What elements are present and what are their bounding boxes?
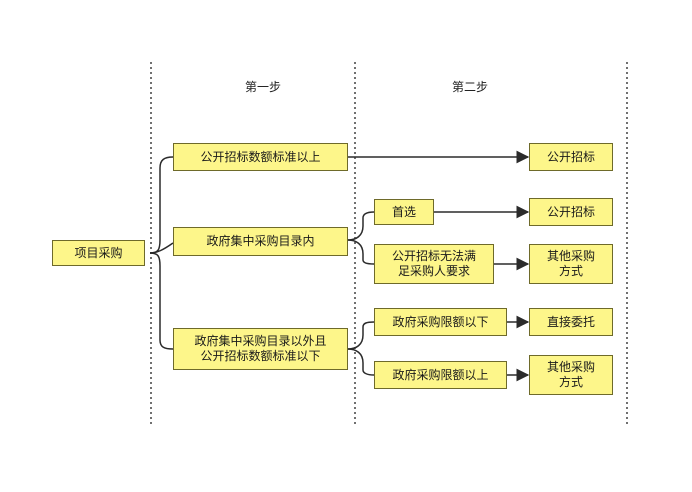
- result-other-method-1-line2: 方式: [558, 264, 583, 278]
- node-preferred: 首选: [374, 199, 434, 225]
- result-other-method-2-line1: 其他采购: [546, 360, 595, 374]
- node-in-catalog: 政府集中采购目录内: [173, 227, 348, 256]
- arrows: [348, 150, 530, 382]
- root-node-label: 项目采购: [74, 245, 123, 260]
- column-dividers: [150, 62, 628, 426]
- result-public-tender-2-label: 公开招标: [546, 204, 595, 219]
- node-above-threshold-label: 公开招标数额标准以上: [200, 149, 321, 164]
- node-above-limit: 政府采购限额以上: [374, 361, 507, 389]
- result-public-tender-1-label: 公开招标: [546, 149, 595, 164]
- step-one-label: 第一步: [245, 80, 282, 94]
- node-above-limit-label: 政府采购限额以上: [392, 367, 489, 382]
- mid-brace: [347, 211, 375, 265]
- node-below-limit-label: 政府采购限额以下: [392, 314, 489, 329]
- result-direct-commission: 直接委托: [529, 308, 613, 336]
- lower-brace: [347, 321, 375, 376]
- result-public-tender-2: 公开招标: [529, 198, 613, 226]
- node-preferred-label: 首选: [391, 204, 416, 219]
- node-tender-unmet: 公开招标无法满 足采购人要求: [374, 244, 494, 284]
- node-outside-catalog: 政府集中采购目录以外且 公开招标数额标准以下: [173, 328, 348, 370]
- step-two-label: 第二步: [452, 80, 489, 94]
- node-outside-catalog-line1: 政府集中采购目录以外且: [194, 334, 327, 348]
- node-in-catalog-label: 政府集中采购目录内: [206, 234, 315, 248]
- node-above-threshold: 公开招标数额标准以上: [173, 143, 348, 171]
- result-other-method-2: 其他采购 方式: [529, 355, 613, 395]
- result-other-method-1-line1: 其他采购: [546, 249, 595, 263]
- node-tender-unmet-line1: 公开招标无法满: [391, 249, 476, 263]
- result-direct-commission-label: 直接委托: [546, 314, 595, 329]
- root-brace: [149, 156, 174, 350]
- result-public-tender-1: 公开招标: [529, 143, 613, 171]
- result-other-method-2-line2: 方式: [558, 375, 583, 389]
- result-other-method-1: 其他采购 方式: [529, 244, 613, 284]
- node-below-limit: 政府采购限额以下: [374, 308, 507, 336]
- root-node: 项目采购: [52, 240, 145, 266]
- node-outside-catalog-line2: 公开招标数额标准以下: [200, 349, 321, 363]
- node-tender-unmet-line2: 足采购人要求: [397, 264, 470, 278]
